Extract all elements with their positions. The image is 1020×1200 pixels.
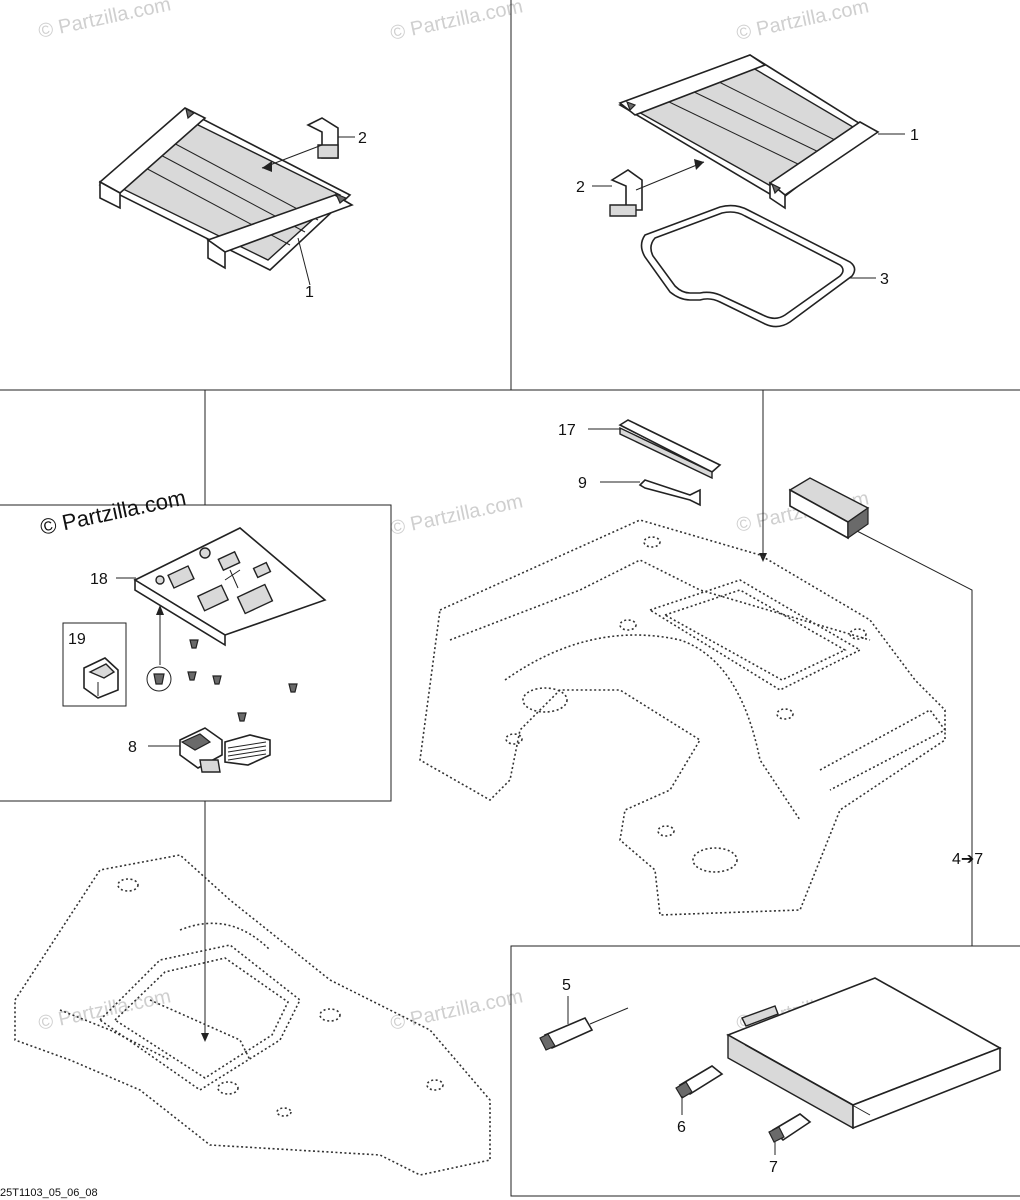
- watermark: © Partzilla.com: [734, 0, 870, 45]
- detail-box-latch-clip: [62, 622, 127, 707]
- watermark: © Partzilla.com: [388, 985, 524, 1035]
- callout-1: 1: [305, 284, 314, 301]
- rear-fender-upper: [419, 519, 947, 916]
- callout-19: 19: [68, 631, 86, 648]
- callout-18: 18: [90, 571, 108, 588]
- rear-rack-right: [618, 54, 880, 210]
- push-clips: [146, 639, 298, 722]
- watermark: © Partzilla.com: [36, 985, 172, 1035]
- screwdriver-5: [539, 1007, 629, 1051]
- socket-6: [675, 1065, 724, 1099]
- callout-9: 9: [578, 475, 587, 492]
- callout-17: 17: [558, 422, 576, 439]
- gasket: [640, 204, 856, 328]
- callout-5: 5: [562, 977, 571, 994]
- callout-3: 3: [880, 271, 889, 288]
- latch-clip: [83, 657, 119, 699]
- callout-8: 8: [128, 739, 137, 756]
- clip-left: [306, 117, 339, 159]
- callout-2: 2: [576, 179, 585, 196]
- callout-6: 6: [677, 1119, 686, 1136]
- detail-box-tool-kit: [510, 945, 1020, 1197]
- seat-latch-plate: [133, 527, 327, 647]
- clip-right: [609, 169, 643, 217]
- watermark: © Partzilla.com: [388, 0, 524, 45]
- rear-rack-left: [98, 107, 354, 271]
- watermark-main: © Partzilla.com: [38, 485, 188, 540]
- watermark: © Partzilla.com: [36, 0, 172, 43]
- diagram-code: 25T1103_05_06_08: [0, 1187, 98, 1199]
- callout-2: 2: [358, 130, 367, 147]
- detail-box-seat-latch: [0, 504, 392, 802]
- wrench-9: [638, 479, 701, 507]
- rear-fender-lower: [14, 854, 491, 1176]
- socket-7: [768, 1113, 812, 1143]
- strap-17: [618, 419, 722, 480]
- owners-manual: [726, 977, 1002, 1130]
- tool-bag: [788, 477, 870, 540]
- callout-7: 7: [769, 1159, 778, 1176]
- callout-1: 1: [910, 127, 919, 144]
- watermark: © Partzilla.com: [388, 490, 524, 540]
- callout-4-to-7: 4➔7: [952, 851, 983, 868]
- seat-latch: [179, 727, 271, 773]
